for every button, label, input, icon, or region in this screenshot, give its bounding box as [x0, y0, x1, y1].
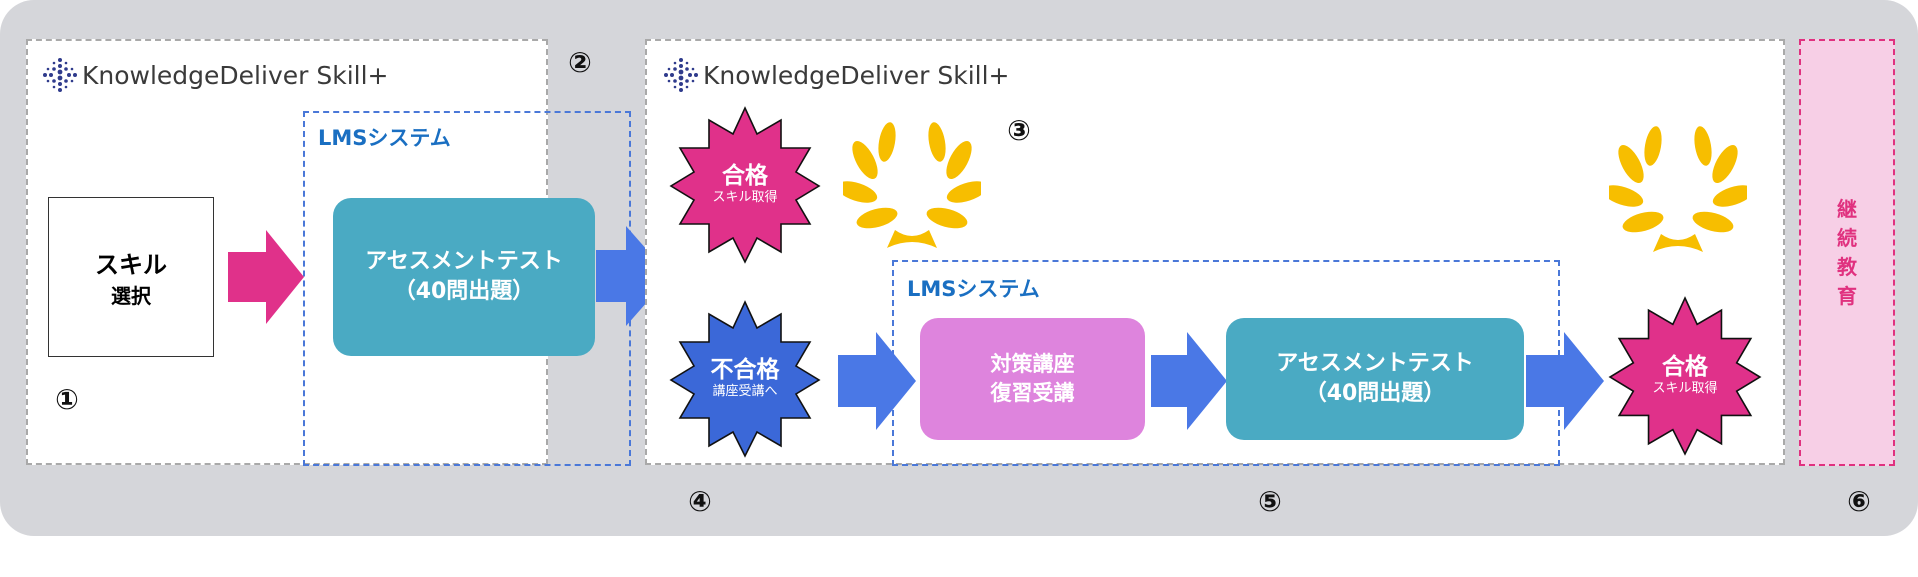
pass-subtitle-2: スキル取得	[1652, 381, 1718, 397]
step-number-2: ②	[568, 46, 592, 79]
lms-system-label-1: LMSシステム	[318, 126, 451, 150]
review-course-line2: 復習受講	[990, 381, 1075, 405]
continuing-education-char-2: 続	[1837, 225, 1857, 250]
pass-burst-2: 合格 スキル取得	[1605, 296, 1765, 456]
review-course-line1: 対策講座	[990, 351, 1075, 376]
logo-text: KnowledgeDeliver Skill+	[82, 60, 389, 90]
lms-system-label-2: LMSシステム	[907, 277, 1040, 301]
assessment-test-line1-2: アセスメントテスト	[1276, 351, 1474, 377]
continuing-education-char-1: 継	[1837, 196, 1857, 221]
badge-2: バッジ 発行	[1609, 122, 1747, 260]
logo-panel-2: KnowledgeDeliver Skill+	[663, 57, 1009, 93]
continuing-education-box: 継 続 教 育	[1799, 39, 1895, 466]
starburst-icon	[669, 300, 821, 458]
assessment-test-box-2: アセスメントテスト （40問出題）	[1226, 318, 1524, 440]
logo-dots-icon	[664, 58, 698, 92]
badge-line2-1: 発行	[898, 186, 925, 202]
step-number-1: ①	[55, 383, 79, 416]
step-number-6: ⑥	[1847, 485, 1871, 518]
arrow-right-icon-to-pass	[1526, 332, 1604, 430]
pass-title-2: 合格	[1662, 353, 1708, 380]
logo-dots-icon	[43, 58, 77, 92]
starburst-icon	[669, 106, 821, 264]
pass-title-1: 合格	[722, 162, 768, 189]
badge-laurel-icon	[843, 122, 981, 248]
logo-text: KnowledgeDeliver Skill+	[703, 60, 1010, 90]
fail-title: 不合格	[710, 356, 780, 383]
review-course-box: 対策講座 復習受講	[920, 318, 1145, 440]
fail-subtitle: 講座受講へ	[712, 384, 778, 400]
assessment-test-box-1: アセスメントテスト （40問出題）	[333, 198, 595, 356]
continuing-education-char-3: 教	[1837, 254, 1857, 279]
badge-1: バッジ 発行	[843, 118, 981, 256]
badge-laurel-icon	[1609, 126, 1747, 252]
assessment-test-line2: （40問出題）	[393, 279, 535, 304]
pass-burst-1: 合格 スキル取得	[669, 106, 821, 264]
logo-panel-1: KnowledgeDeliver Skill+	[42, 57, 388, 93]
badge-line1-1: バッジ	[892, 170, 932, 185]
arrow-right-icon-to-test	[1151, 332, 1227, 430]
step-number-5: ⑤	[1258, 485, 1282, 518]
badge-line2-2: 発行	[1664, 190, 1691, 206]
step-number-4: ④	[688, 485, 712, 518]
arrow-right-icon-pink	[228, 230, 304, 324]
skill-selection-line2: 選択	[111, 284, 151, 308]
assessment-test-line1: アセスメントテスト	[365, 249, 563, 275]
pass-subtitle-1: スキル取得	[712, 190, 778, 206]
badge-line1-2: バッジ	[1658, 174, 1698, 189]
skill-selection-box: スキル 選択	[48, 197, 214, 357]
fail-burst: 不合格 講座受講へ	[669, 300, 821, 458]
arrow-right-icon-split	[596, 226, 670, 326]
assessment-test-line2-2: （40問出題）	[1304, 381, 1446, 406]
step-number-3: ③	[1007, 114, 1031, 147]
skill-selection-line1: スキル	[95, 251, 167, 279]
arrow-right-icon-to-review	[838, 332, 916, 430]
continuing-education-char-4: 育	[1837, 283, 1857, 308]
starburst-icon	[1608, 296, 1762, 456]
